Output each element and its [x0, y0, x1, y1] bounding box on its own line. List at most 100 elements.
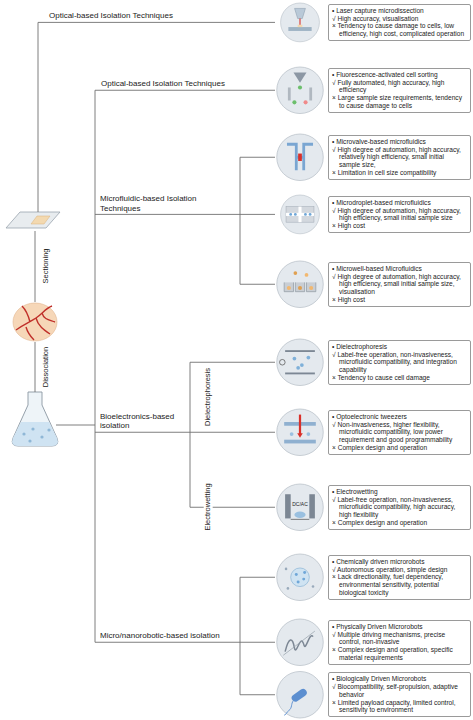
icon-part [290, 432, 294, 436]
drawbacks-text: × High cost [332, 296, 467, 304]
icon-part [305, 273, 309, 277]
icon-part [307, 356, 311, 360]
icon-part [288, 27, 311, 31]
technique-box: • Microwell-based Microfluidics√ High de… [328, 262, 471, 307]
technique-icon [277, 554, 324, 601]
technique-name: • Microdroplet-based microfluidics [332, 199, 467, 207]
icon-part [284, 700, 293, 715]
branch-label: Bioelectronics-based isolation [99, 412, 189, 430]
tree-line [240, 284, 275, 285]
technique-name: • Fluorescence-activated cell sorting [332, 71, 467, 79]
drawbacks-text: × Limitation in cell size compatibility [332, 169, 467, 177]
icon-part [303, 571, 306, 574]
tree-line [190, 362, 275, 363]
tree-line [35, 231, 36, 302]
icon-part [287, 286, 291, 290]
technique-box: • Microdroplet-based microfluidics√ High… [328, 196, 471, 233]
icon-label: DC/AC [291, 502, 309, 508]
drawbacks-text: × Tendency to cause damage to cells, low… [332, 22, 467, 37]
tree-line [240, 694, 275, 695]
drawbacks-text: × Large sample size requirements, tenden… [332, 94, 467, 109]
advantages-text: √ Biocompatibility, self-propulsion, ada… [332, 683, 467, 698]
icon-part [297, 433, 303, 438]
technique-name: • Optoelectronic tweezers [332, 413, 467, 421]
tree-line [240, 577, 241, 694]
technique-box: • Microvalve-based microfluidics√ High d… [328, 135, 471, 180]
icon-part [291, 568, 310, 587]
technique-name: • Microwell-based Microfluidics [332, 265, 467, 273]
icon-circle [277, 339, 324, 386]
drawbacks-text: × Limited payload capacity, limited cont… [332, 699, 467, 714]
technique-box: • Optoelectronic tweezers√ Non-invasiven… [328, 410, 471, 455]
tissue [13, 303, 57, 341]
icon-part [293, 73, 306, 83]
icon-part [295, 8, 306, 18]
icon-part [286, 207, 314, 223]
advantages-text: √ High degree of automation, high accura… [332, 273, 467, 296]
advantages-text: √ Autonomous operation, simple design [332, 566, 467, 574]
tree-line [35, 342, 36, 392]
tree-line [95, 90, 96, 642]
icon-part [293, 357, 297, 361]
icon-part [297, 580, 300, 583]
advantages-text: √ High accuracy, visualisation [332, 15, 467, 23]
drawbacks-text: × Complex design and operation, specific… [332, 646, 467, 661]
icon-circle [277, 134, 324, 181]
icon-part [302, 578, 305, 581]
advantages-text: √ High degree of automation, high accura… [332, 146, 467, 169]
technique-name: • Biologically Driven Microrobots [332, 675, 467, 683]
icon-part [296, 366, 300, 370]
icon-part [298, 286, 302, 290]
drawbacks-text: × High cost [332, 222, 467, 230]
icon-part [298, 154, 302, 161]
vertical-label: Sectioning [42, 247, 51, 284]
advantages-text: √ Label-free operation, non-invasiveness… [332, 496, 467, 519]
icon-part [285, 494, 291, 518]
icon-part [294, 213, 297, 216]
icon-part [304, 100, 308, 104]
icon-circle [277, 554, 324, 601]
icon-part [285, 372, 315, 374]
advantages-text: √ Fully automated, high accuracy, high e… [332, 79, 467, 94]
icon-part [307, 432, 311, 436]
vertical-label: Dissociation [42, 346, 51, 388]
technique-icon [281, 195, 320, 234]
icon-part [298, 25, 303, 27]
icon-part [298, 85, 302, 89]
icon-part [285, 568, 288, 571]
vertical-label: Dielectrophoresis [204, 367, 213, 427]
technique-icon [277, 134, 324, 181]
icon-part [289, 213, 292, 216]
glass-slide [6, 212, 60, 228]
tree-line [240, 157, 241, 284]
icon-circle [277, 484, 324, 531]
technique-icon [277, 339, 324, 386]
icon-part [284, 282, 293, 291]
tree-lines [35, 22, 275, 694]
technique-box: • Chemically driven microrobots√ Autonom… [328, 555, 471, 600]
technique-icon [277, 67, 324, 114]
icon-part [295, 573, 298, 576]
branch-label: Microfluidic-based Isolation Techniques [99, 194, 239, 212]
technique-name: • Physically Driven Microrobots [332, 623, 467, 631]
tree-line [95, 214, 240, 215]
icon-part [304, 213, 307, 216]
icon-part [288, 87, 291, 100]
drawbacks-text: × Lack directionality, fuel dependency, … [332, 573, 467, 596]
icon-part [284, 440, 316, 444]
icon-circle [277, 671, 324, 718]
drawbacks-text: × Complex design and operation [332, 519, 467, 527]
icon-part [300, 363, 304, 367]
tree-line [240, 642, 275, 643]
tree-line [95, 90, 275, 91]
icon-part [280, 359, 286, 365]
tree-line [240, 157, 275, 158]
icon-circle [277, 409, 324, 456]
icon-part [292, 100, 296, 104]
technique-icon [277, 261, 324, 308]
icon-part [309, 286, 313, 290]
icon-part [312, 585, 315, 588]
flask [12, 392, 58, 446]
technique-icons [277, 3, 324, 718]
icon-part [287, 144, 313, 170]
